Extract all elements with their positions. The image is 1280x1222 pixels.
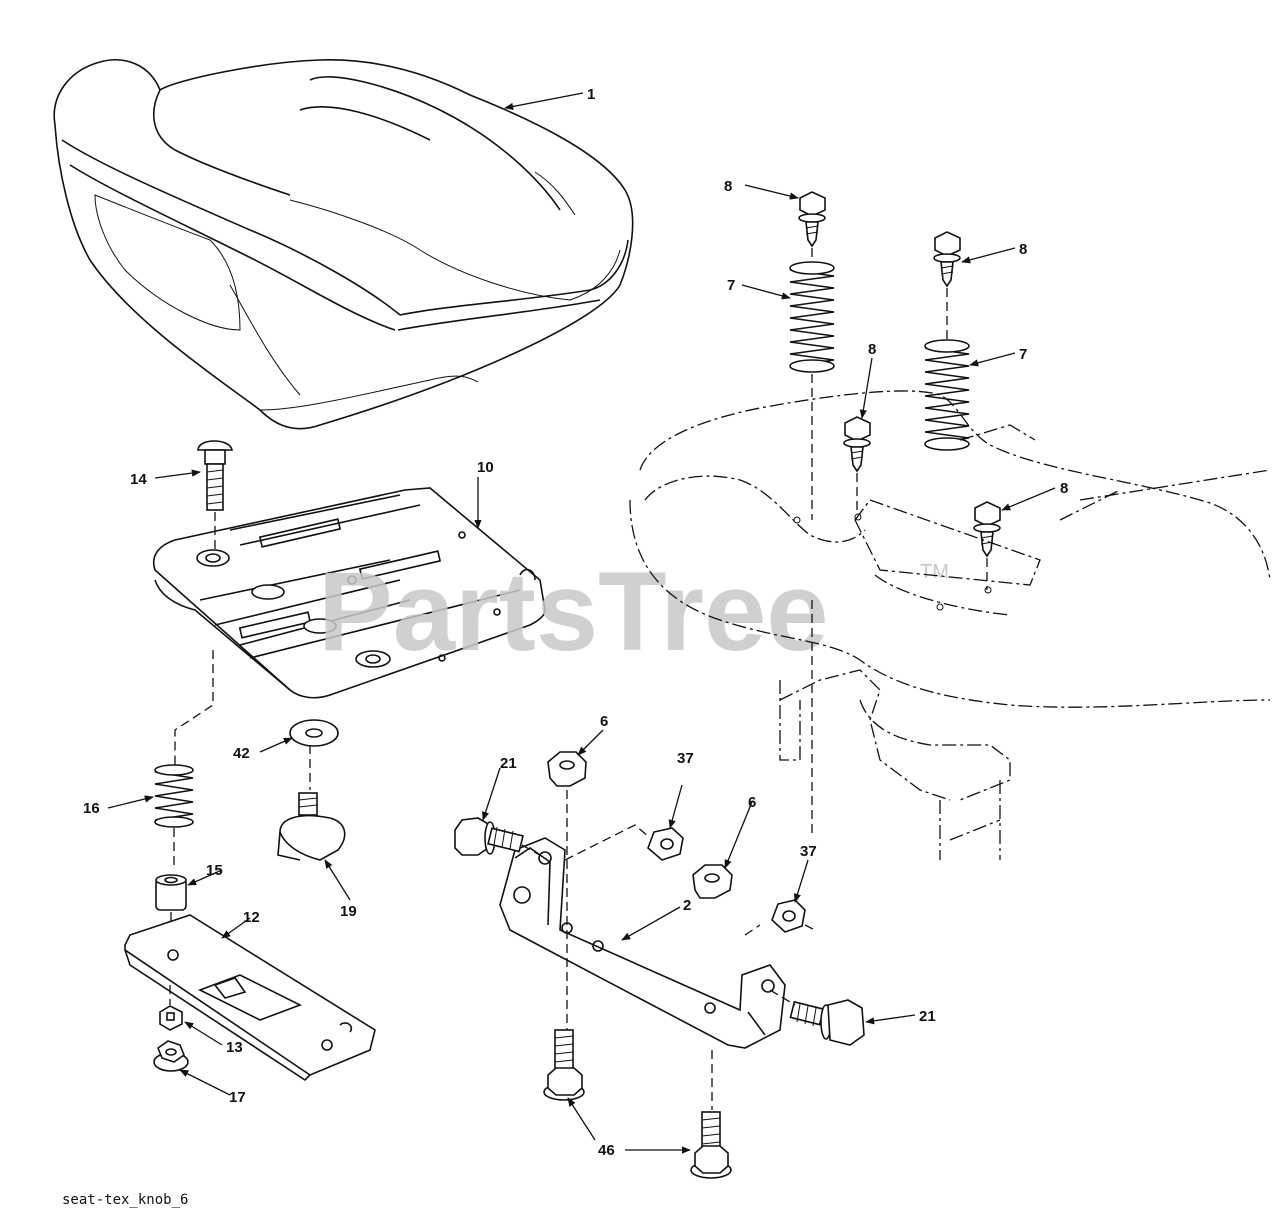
hex-bolt-right-part[interactable] <box>789 999 865 1046</box>
callout-21[interactable]: 21 <box>919 1008 936 1025</box>
lock-nut-lower-part[interactable] <box>692 864 733 899</box>
callout-37[interactable]: 37 <box>677 750 694 767</box>
callout-42[interactable]: 42 <box>233 745 250 762</box>
hex-bolt-left-part[interactable] <box>454 817 524 856</box>
fender-outline <box>629 390 1271 860</box>
hex-screw-part-3[interactable] <box>843 416 871 473</box>
callout-10[interactable]: 10 <box>477 459 494 476</box>
callout-37[interactable]: 37 <box>800 843 817 860</box>
square-nut-part[interactable] <box>159 1005 183 1031</box>
spacer-part[interactable] <box>155 874 187 911</box>
callout-1[interactable]: 1 <box>587 86 595 103</box>
seat-part[interactable] <box>53 59 634 430</box>
hex-nut-upper-part[interactable] <box>647 827 684 861</box>
hex-screw-part-4[interactable] <box>973 501 1001 558</box>
callout-8[interactable]: 8 <box>1060 480 1068 497</box>
watermark-text: PartsTree <box>318 549 829 674</box>
hex-screw-part-2[interactable] <box>933 231 961 288</box>
callout-16[interactable]: 16 <box>83 800 100 817</box>
seat-rail-part[interactable] <box>124 914 376 1082</box>
hex-nut-lower-part[interactable] <box>771 899 806 933</box>
washer-part[interactable] <box>289 719 339 747</box>
seat-spring-right-part[interactable] <box>924 339 970 451</box>
spring-part[interactable] <box>154 764 194 828</box>
callout-13[interactable]: 13 <box>226 1039 243 1056</box>
callout-15[interactable]: 15 <box>206 862 223 879</box>
callout-8[interactable]: 8 <box>868 341 876 358</box>
seat-spring-left-part[interactable] <box>789 261 835 373</box>
callout-7[interactable]: 7 <box>727 277 735 294</box>
callout-7[interactable]: 7 <box>1019 346 1027 363</box>
adjustment-knob-part[interactable] <box>277 792 346 861</box>
callout-17[interactable]: 17 <box>229 1089 246 1106</box>
diagram-code-label: seat-tex_knob_6 <box>62 1192 188 1208</box>
callout-19[interactable]: 19 <box>340 903 357 920</box>
callout-6[interactable]: 6 <box>748 794 756 811</box>
callout-leaders <box>107 92 1056 1154</box>
flange-bolt-left-part[interactable] <box>543 1029 585 1101</box>
callout-12[interactable]: 12 <box>243 909 260 926</box>
carriage-bolt-part[interactable] <box>197 440 233 511</box>
flange-nut-part[interactable] <box>153 1040 189 1072</box>
seat-pan-part[interactable] <box>153 487 546 699</box>
seat-bracket-part[interactable] <box>499 837 786 1049</box>
callout-2[interactable]: 2 <box>683 897 691 914</box>
callout-6[interactable]: 6 <box>600 713 608 730</box>
callout-46[interactable]: 46 <box>598 1142 615 1159</box>
callout-8[interactable]: 8 <box>1019 241 1027 258</box>
watermark-trademark: TM <box>920 561 949 583</box>
flange-bolt-right-part[interactable] <box>690 1111 732 1179</box>
hex-screw-part-1[interactable] <box>798 191 826 248</box>
callout-21[interactable]: 21 <box>500 755 517 772</box>
callout-8[interactable]: 8 <box>724 178 732 195</box>
callout-14[interactable]: 14 <box>130 471 147 488</box>
lock-nut-upper-part[interactable] <box>547 751 587 787</box>
